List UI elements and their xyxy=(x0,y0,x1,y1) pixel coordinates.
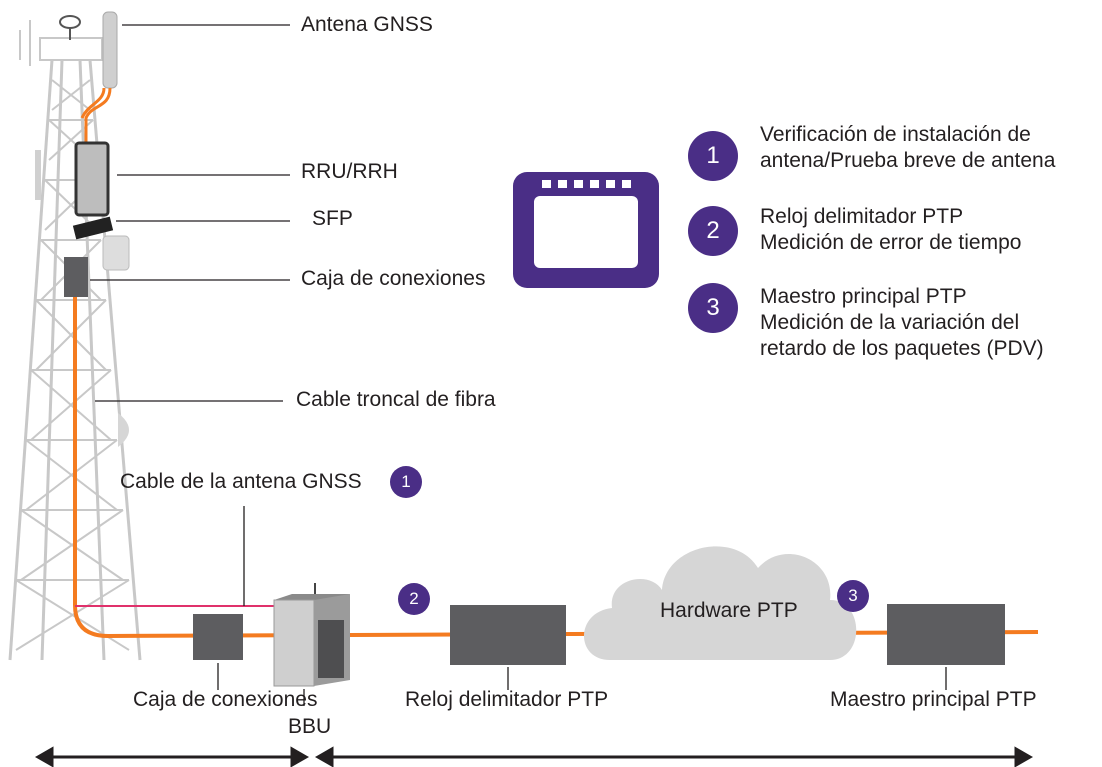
marker-3: 3 xyxy=(837,580,869,612)
label-boundary-clock: Reloj delimitador PTP xyxy=(405,688,609,711)
label-bbu: BBU xyxy=(288,715,332,738)
legend-text-2: Reloj delimitador PTP Medición de error … xyxy=(760,205,1022,254)
span-arrows xyxy=(34,746,1034,767)
label-fiber-trunk: Cable troncal de fibra xyxy=(296,388,496,411)
label-gnss-cable: Cable de la antena GNSS xyxy=(120,470,362,493)
label-grandmaster: Maestro principal PTP xyxy=(830,688,1037,711)
boundary-clock-box xyxy=(450,605,566,665)
marker-1: 1 xyxy=(390,466,422,498)
legend-badge-3: 3 xyxy=(688,283,738,333)
dish-icon xyxy=(102,235,130,271)
legend-text-1: Verificación de instalación de antena/Pr… xyxy=(760,123,1056,172)
legend-badge-2: 2 xyxy=(688,206,738,256)
cloud-shape xyxy=(583,546,857,660)
label-rru: RRU/RRH xyxy=(301,160,398,183)
rru-icon xyxy=(74,141,110,217)
junction-box-tower xyxy=(64,257,88,297)
antenna-jumper xyxy=(80,87,106,119)
gnss-antenna-icon xyxy=(59,15,81,40)
test-instrument-icon xyxy=(513,172,659,288)
label-sfp: SFP xyxy=(312,207,353,230)
marker-2: 2 xyxy=(398,583,430,615)
junction-box-ground xyxy=(193,614,243,660)
legend-badge-1: 1 xyxy=(688,131,738,181)
label-junction-box-top: Caja de conexiones xyxy=(301,267,486,290)
legend-text-3: Maestro principal PTP Medición de la var… xyxy=(760,285,1044,360)
sector-antenna-icon xyxy=(35,150,41,200)
bbu-cabinet xyxy=(273,583,350,687)
sfp-icon xyxy=(72,216,114,240)
dish-icon xyxy=(118,413,129,447)
label-gnss-antenna: Antena GNSS xyxy=(301,13,433,36)
leader-lines xyxy=(90,24,947,706)
antenna-panel-icon xyxy=(102,11,118,89)
antenna-jumper xyxy=(84,87,112,145)
grandmaster-box xyxy=(887,604,1005,665)
label-ptp-hardware: Hardware PTP xyxy=(660,599,798,622)
label-junction-box-bottom: Caja de conexiones xyxy=(133,688,318,711)
